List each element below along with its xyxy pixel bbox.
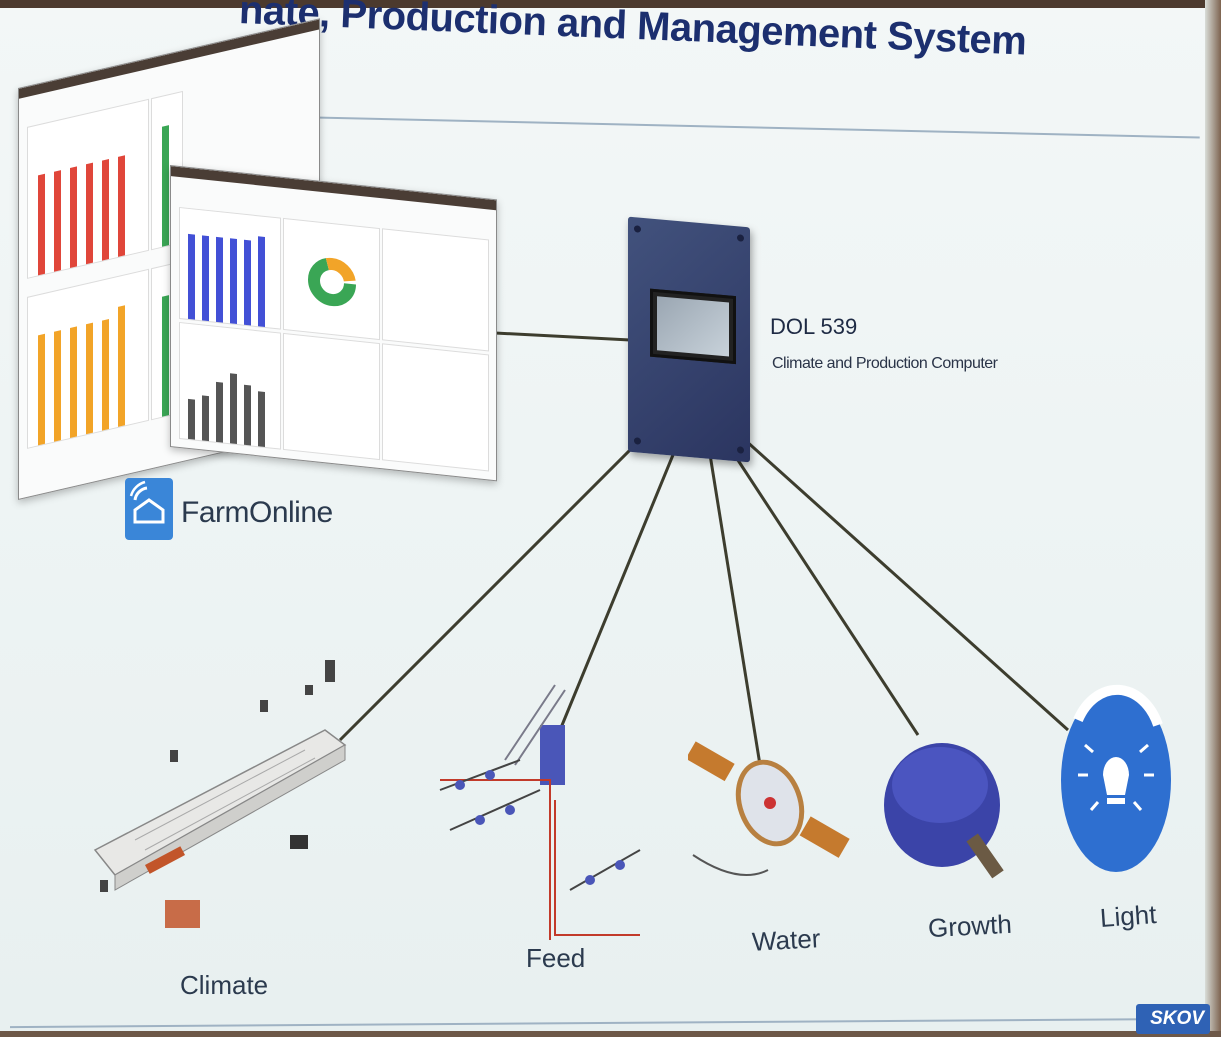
link-feed bbox=[556, 432, 684, 736]
chart-panel-blue bbox=[179, 206, 281, 330]
weighing-scale-icon bbox=[884, 743, 1004, 879]
component-label-feed: Feed bbox=[526, 943, 586, 973]
room-background-right bbox=[1205, 0, 1221, 1037]
controller-device-image bbox=[628, 216, 750, 463]
info-list-panel bbox=[382, 228, 489, 352]
table-panel bbox=[382, 343, 489, 472]
ventilation-system-icon bbox=[93, 660, 347, 928]
component-label-growth: Growth bbox=[927, 908, 1013, 944]
controller-description: Climate and Production Computer bbox=[772, 355, 998, 372]
light-bulb-icon bbox=[1061, 684, 1171, 872]
component-label-climate: Climate bbox=[180, 970, 269, 1000]
room-background-bottom bbox=[0, 1031, 1221, 1037]
water-meter-icon bbox=[688, 741, 850, 876]
house-wifi-icon bbox=[125, 478, 173, 540]
chart-panel-red bbox=[27, 98, 149, 279]
room-background-top bbox=[0, 0, 1221, 8]
feed-system-icon bbox=[439, 684, 641, 940]
link-water bbox=[706, 441, 762, 766]
link-farmonline bbox=[494, 331, 631, 342]
link-climate bbox=[338, 423, 657, 742]
component-label-light: Light bbox=[1098, 899, 1158, 933]
farmonline-label: FarmOnline bbox=[181, 496, 333, 529]
link-light bbox=[743, 438, 1070, 732]
donut-chart-panel bbox=[283, 217, 380, 341]
skov-logo: SKOV bbox=[1136, 1004, 1210, 1034]
line-chart-panel bbox=[283, 332, 380, 461]
controller-name: DOL 539 bbox=[770, 314, 858, 339]
chart-panel-dark bbox=[179, 321, 281, 450]
farmonline-dashboard-screenshot-front bbox=[170, 165, 497, 482]
brand-name: SKOV bbox=[1150, 1008, 1204, 1029]
link-growth bbox=[728, 447, 920, 736]
component-label-water: Water bbox=[751, 923, 822, 957]
controller-touchscreen bbox=[650, 288, 736, 365]
chart-panel-orange bbox=[27, 268, 149, 449]
